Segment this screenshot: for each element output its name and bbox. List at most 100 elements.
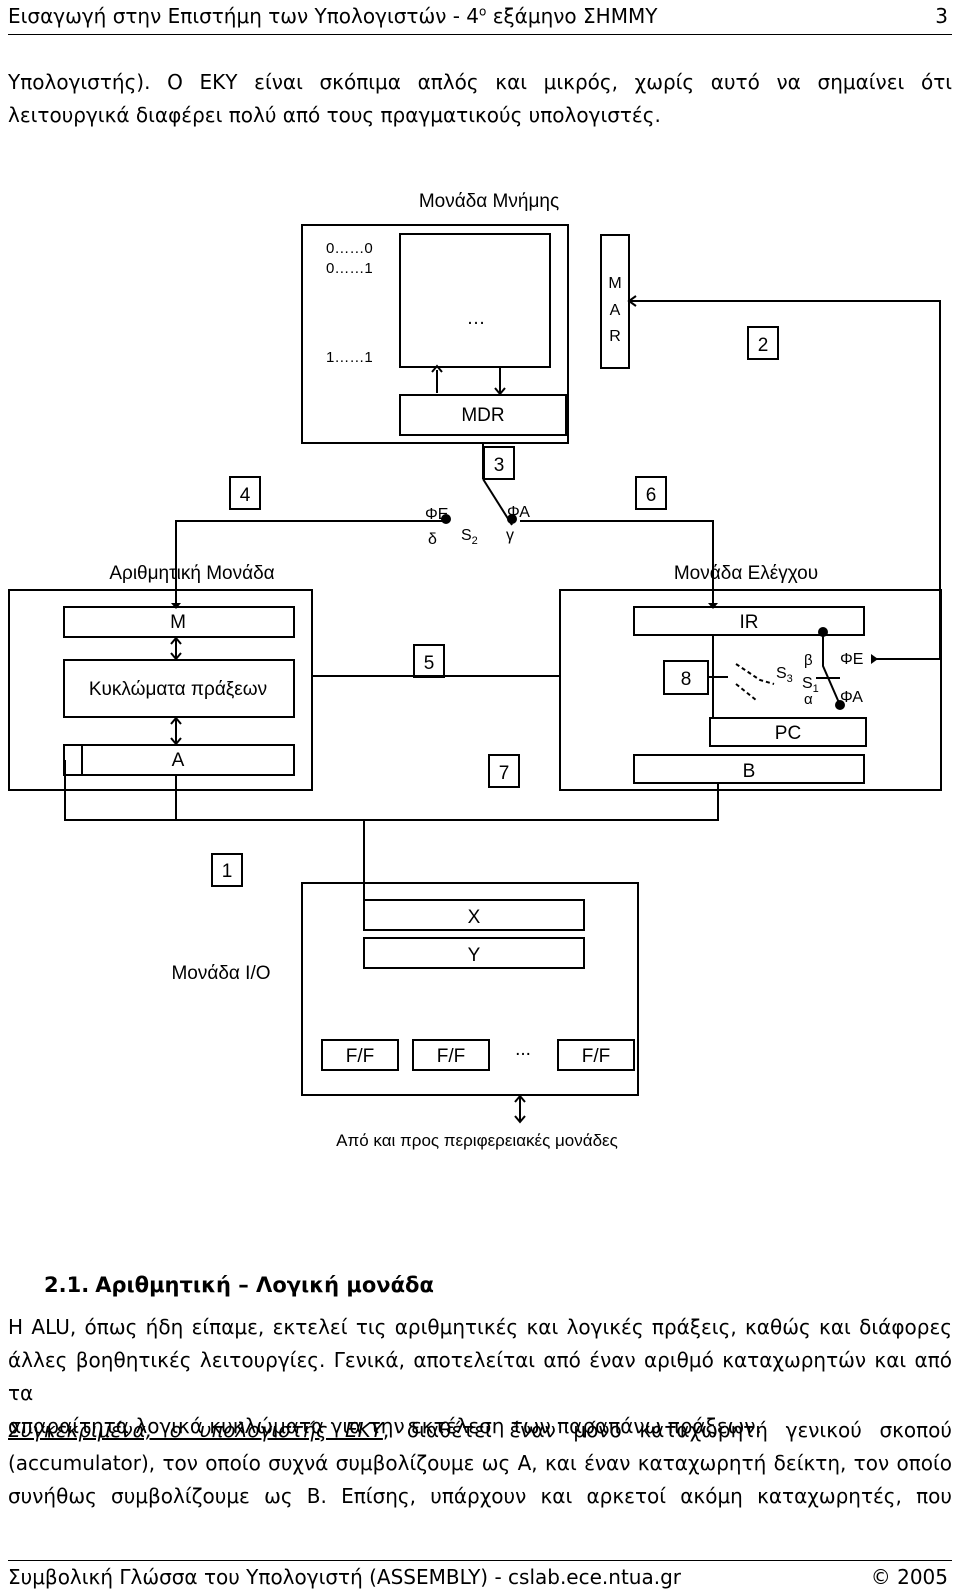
flip-flop-1-label: F/F	[346, 1046, 375, 1067]
register-ir	[633, 606, 865, 636]
header-title: Εισαγωγή στην Επιστήμη των Υπολογιστών -…	[8, 4, 657, 28]
bus-box-2	[747, 326, 779, 360]
circuits-label: Κυκλώματα πράξεων	[89, 679, 267, 700]
flip-flop-2	[412, 1039, 490, 1071]
io-unit-box	[301, 882, 639, 1096]
s2-switch-arm	[482, 478, 513, 526]
alu-box	[8, 589, 313, 791]
s2-fa-contact	[507, 514, 517, 524]
box-2-label: 2	[758, 335, 769, 356]
register-ir-label: IR	[740, 612, 759, 633]
s1-beta-label: β	[804, 652, 813, 669]
memory-write-arrow-head	[494, 387, 506, 396]
mdr-label: MDR	[461, 405, 504, 426]
bus-box-6	[635, 476, 667, 510]
header-title-sup: ο	[479, 4, 487, 19]
memory-array-box	[399, 233, 551, 368]
registers-paragraph-line-2: (accumulator), τον οποίο συχνά συμβολίζο…	[8, 1451, 952, 1475]
register-x	[363, 899, 585, 931]
register-pc-label: PC	[775, 723, 801, 744]
flip-flop-3	[557, 1039, 635, 1071]
intro-line-2: λειτουργικά διαφέρει πολύ από τους πραγμ…	[8, 103, 661, 127]
footer-copyright: © 2005	[870, 1565, 948, 1589]
box-7-label: 7	[499, 763, 510, 784]
flip-flop-1	[321, 1039, 399, 1071]
peripherals-label: Από και προς περιφερειακές μονάδες	[336, 1131, 618, 1150]
s1-alpha-label: α	[804, 691, 813, 708]
s1-alpha-contact	[835, 700, 845, 710]
memory-unit-label: Μονάδα Μνήμης	[419, 191, 559, 212]
section-number: 2.1.	[44, 1273, 90, 1297]
bus-box-1	[211, 853, 243, 887]
alu-paragraph-line-2: άλλες βοηθητικές λειτουργίες. Γενικά, απ…	[8, 1348, 952, 1405]
alu-input-arrow	[171, 603, 181, 609]
operation-circuits	[63, 659, 295, 718]
s3-label: S3	[776, 665, 793, 685]
header-title-main: Εισαγωγή στην Επιστήμη των Υπολογιστών -…	[8, 4, 480, 28]
s2-fa-label: ΦΑ	[507, 504, 530, 521]
bus-box-7	[488, 754, 520, 788]
page-header: Εισαγωγή στην Επιστήμη των Υπολογιστών -…	[8, 4, 952, 35]
alu-label: Αριθμητική Μονάδα	[109, 563, 274, 584]
page-footer: Συμβολική Γλώσσα του Υπολογιστή (ASSEMBL…	[8, 1560, 952, 1595]
s2-gamma-label: γ	[506, 527, 514, 544]
register-y-label: Y	[468, 945, 481, 966]
register-x-label: X	[468, 907, 481, 928]
s1-fe-label: ΦΕ	[840, 651, 863, 668]
mar-letter-r: R	[609, 328, 621, 345]
mdr-register	[399, 394, 567, 436]
address-first: 0……0	[326, 240, 373, 257]
s1-beta-contact	[818, 627, 828, 637]
box-3-label: 3	[494, 455, 505, 476]
register-y	[363, 937, 585, 969]
s2-delta-label: δ	[428, 531, 437, 548]
intro-paragraph: Υπολογιστής). Ο ΕΚΥ είναι σκόπιμα απλός …	[8, 66, 952, 132]
mar-bus-arrow-end	[871, 654, 878, 664]
flip-flop-dots: ...	[515, 1039, 531, 1060]
control-unit-box	[559, 589, 942, 791]
box-8-label: 8	[681, 669, 692, 690]
s1-switch-arm	[822, 632, 841, 706]
alu-paragraph: Η ALU, όπως ήδη είπαμε, εκτελεί τις αριθ…	[8, 1311, 952, 1443]
registers-paragraph-line-3: συνήθως συμβολίζουμε ως Β. Επίσης, υπάρχ…	[8, 1484, 952, 1508]
control-input-arrow	[708, 603, 718, 609]
s2-label: S2	[461, 527, 478, 547]
s2-to-control-line	[520, 520, 714, 606]
io-unit-label: Μονάδα I/O	[171, 963, 270, 984]
registers-line-1-rest: , διαθέτει έναν μόνο καταχωρητή γενικού …	[382, 1418, 952, 1442]
s1-label: S1	[802, 675, 819, 695]
control-unit-label: Μονάδα Ελέγχου	[674, 563, 818, 584]
s1-fa-label: ΦΑ	[840, 689, 863, 706]
registers-paragraph-line-1: Συγκεκριμένα, ο υπολογιστής ΕΚΥ, διαθέτε…	[8, 1414, 952, 1447]
intro-line-1: Υπολογιστής). Ο ΕΚΥ είναι σκόπιμα απλός …	[8, 70, 952, 94]
memory-unit-box	[301, 224, 569, 444]
register-m	[63, 606, 295, 638]
alu-paragraph-line-3: απαραίτητα λογικά κυκλώματα για την εκτέ…	[8, 1414, 762, 1438]
s2-to-alu-line	[175, 520, 446, 606]
mar-arrow-head	[627, 295, 637, 307]
memory-dots: …	[467, 308, 486, 329]
section-heading: 2.1.Αριθμητική – Λογική μονάδα	[44, 1273, 434, 1297]
computer-architecture-diagram: Μονάδα Μνήμης 0……0 0……1 1……1 … M A R MDR…	[8, 191, 942, 1150]
register-b-label: B	[743, 761, 756, 782]
memory-read-arrow-head	[431, 364, 443, 373]
alu-paragraph-line-1: Η ALU, όπως ήδη είπαμε, εκτελεί τις αριθ…	[8, 1315, 952, 1339]
underlined-phrase: Συγκεκριμένα, ο υπολογιστής ΕΚΥ	[8, 1418, 383, 1442]
s2-fe-contact	[441, 514, 451, 524]
flip-flop-2-label: F/F	[437, 1046, 466, 1067]
register-b	[633, 754, 865, 784]
register-a-label: A	[172, 750, 185, 771]
mar-letter-a: A	[610, 302, 621, 319]
box-6-label: 6	[646, 485, 657, 506]
box-4-label: 4	[240, 485, 251, 506]
mar-bus-line	[629, 300, 941, 660]
a-to-b-bus	[64, 760, 719, 821]
register-pc	[709, 717, 867, 747]
bus-box-4	[229, 476, 261, 510]
register-m-label: M	[170, 612, 186, 633]
address-last: 1……1	[326, 349, 373, 366]
s2-fe-label: ΦΕ	[425, 506, 448, 523]
page-number: 3	[935, 4, 948, 28]
flip-flop-3-label: F/F	[582, 1046, 611, 1067]
box-5-label: 5	[424, 653, 435, 674]
